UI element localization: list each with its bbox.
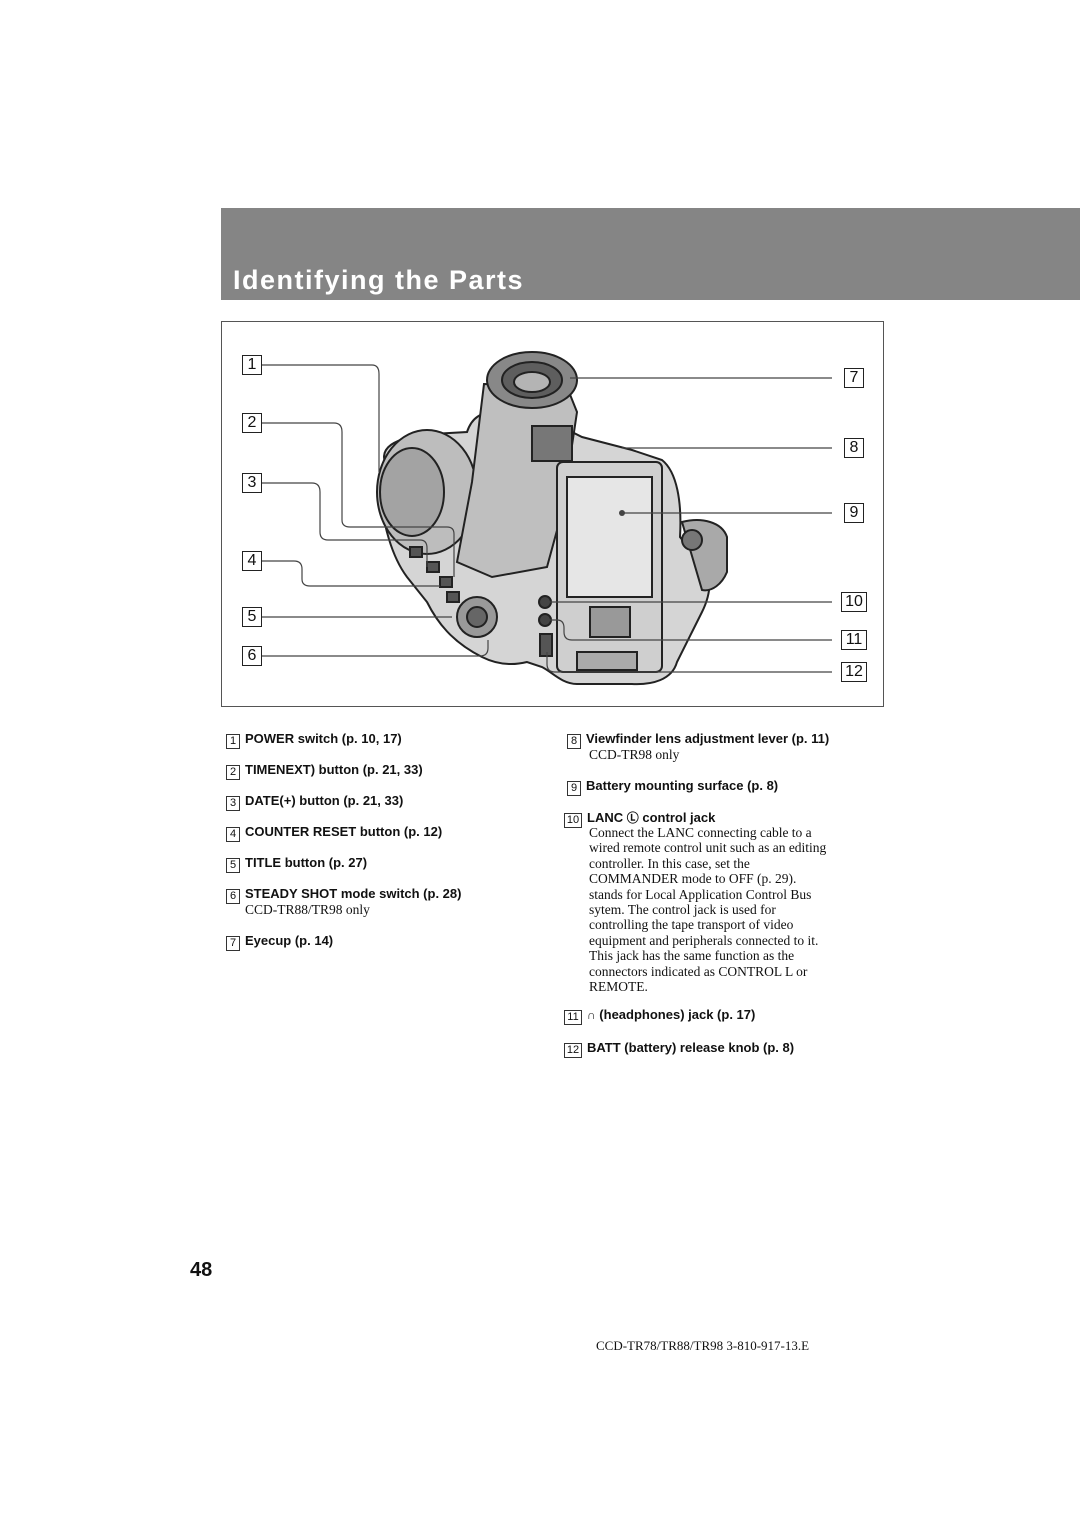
part-number: 11 [564, 1010, 582, 1025]
part-number: 12 [564, 1043, 582, 1058]
page-title: Identifying the Parts [233, 265, 525, 295]
callout-1: 1 [242, 355, 262, 375]
desc-line: wired remote control unit such as an edi… [589, 840, 827, 856]
lanc-description: Connect the LANC connecting cable to a w… [589, 825, 826, 994]
part-item-5: 5 TITLE button (p. 27) [226, 855, 367, 873]
part-number: 3 [226, 796, 240, 811]
desc-line: REMOTE. [589, 979, 648, 995]
part-item-1: 1 POWER switch (p. 10, 17) [226, 731, 402, 749]
part-number: 9 [567, 781, 581, 796]
callout-8: 8 [844, 438, 864, 458]
part-item-10: 10 LANC Ⓛ control jack [564, 809, 715, 828]
camcorder-figure: 1 2 3 4 5 6 7 8 9 10 11 12 [221, 321, 884, 707]
part-number: 1 [226, 734, 240, 749]
desc-line: controller. In this case, set the [589, 855, 750, 871]
desc-line: stands for Local Application Control Bus [589, 886, 812, 902]
desc-line: connectors indicated as CONTROL L or [589, 963, 808, 979]
callout-9: 9 [844, 503, 864, 523]
part-item-4: 4 COUNTER RESET button (p. 12) [226, 824, 442, 842]
camcorder-illustration [262, 351, 832, 686]
part-label: BATT (battery) release knob (p. 8) [587, 1040, 795, 1055]
desc-line: sytem. The control jack is used for [589, 902, 776, 918]
part-item-12: 12 BATT (battery) release knob (p. 8) [564, 1040, 794, 1058]
part-item-11: 11 ∩ (headphones) jack (p. 17) [564, 1007, 755, 1025]
part-number: 2 [226, 765, 240, 780]
part-item-7: 7 Eyecup (p. 14) [226, 933, 333, 951]
callout-11: 11 [841, 630, 867, 650]
part-item-3: 3 DATE(+) button (p. 21, 33) [226, 793, 403, 811]
desc-line: Connect the LANC connecting cable to a [589, 825, 812, 840]
desc-line: equipment and peripherals connected to i… [589, 932, 819, 948]
part-label: COUNTER RESET button (p. 12) [245, 824, 443, 839]
part-label: TITLE button (p. 27) [245, 855, 368, 870]
part-number: 5 [226, 858, 240, 873]
callout-10: 10 [841, 592, 867, 612]
page-number: 48 [190, 1259, 213, 1281]
lanc-icon: Ⓛ [626, 811, 639, 825]
part-number: 7 [226, 936, 240, 951]
desc-line: controlling the tape transport of video [589, 917, 794, 933]
part-note-8: CCD-TR98 only [589, 747, 680, 762]
part-label: Eyecup (p. 14) [245, 933, 334, 948]
part-label: LANC [587, 810, 624, 825]
part-label: STEADY SHOT mode switch (p. 28) [245, 886, 462, 901]
callout-4: 4 [242, 551, 262, 571]
part-item-9: 9 Battery mounting surface (p. 8) [567, 778, 778, 796]
part-label-suffix: control jack [642, 810, 716, 825]
callout-6: 6 [242, 646, 262, 666]
callout-2: 2 [242, 413, 262, 433]
title-banner: Identifying the Parts [221, 208, 1080, 300]
part-item-6: 6 STEADY SHOT mode switch (p. 28) [226, 886, 461, 904]
part-item-8: 8 Viewfinder lens adjustment lever (p. 11… [567, 731, 829, 749]
part-label: POWER switch (p. 10, 17) [245, 731, 402, 746]
desc-line: This jack has the same function as the [589, 948, 795, 964]
part-number: 6 [226, 889, 240, 904]
callout-7: 7 [844, 368, 864, 388]
part-label: (headphones) jack (p. 17) [599, 1007, 756, 1022]
part-label: Battery mounting surface (p. 8) [586, 778, 779, 793]
desc-line: COMMANDER mode to OFF (p. 29). [589, 871, 797, 887]
part-number: 4 [226, 827, 240, 842]
part-item-2: 2 TIMENEXT) button (p. 21, 33) [226, 762, 423, 780]
part-note-6: CCD-TR88/TR98 only [245, 902, 370, 917]
footer-model-code: CCD-TR78/TR88/TR98 3-810-917-13.E [596, 1338, 810, 1353]
part-label: TIMENEXT) button (p. 21, 33) [245, 762, 423, 777]
part-number: 8 [567, 734, 581, 749]
callout-12: 12 [841, 662, 867, 682]
part-label: DATE(+) button (p. 21, 33) [245, 793, 404, 808]
part-label: Viewfinder lens adjustment lever (p. 11) [586, 731, 830, 746]
callout-3: 3 [242, 473, 262, 493]
callout-5: 5 [242, 607, 262, 627]
headphones-icon: ∩ [587, 1008, 596, 1022]
part-number: 10 [564, 813, 582, 828]
